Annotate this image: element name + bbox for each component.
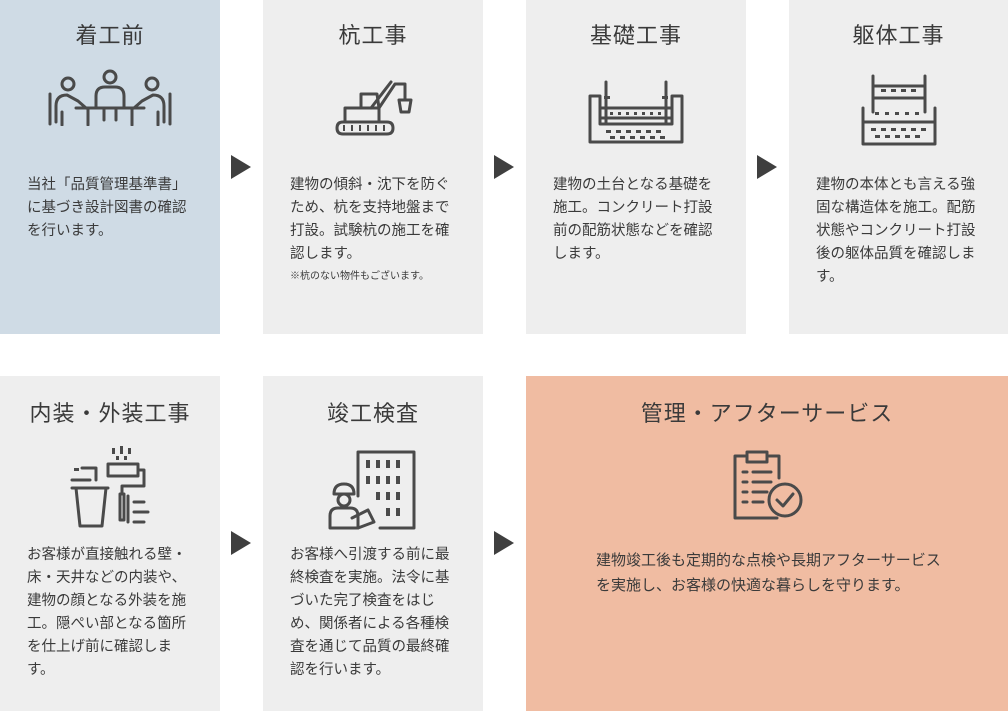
flow-arrow: [494, 155, 514, 179]
step-description: 建物の傾斜・沈下を防ぐため、杭を支持地盤まで打設。試験杭の施工を確認します。 ※…: [290, 174, 458, 286]
foundation-icon: [586, 78, 686, 144]
building-inspection-icon: [328, 448, 418, 530]
flow-arrow: [231, 531, 251, 555]
step-note: ※杭のない物件もございます。: [290, 271, 429, 282]
step-card-6: 竣工検査 お客様へ引渡する前に最終検査を実施。法令に基づいた完了検査をはじめ、関…: [263, 376, 483, 711]
excavator-icon: [331, 80, 415, 144]
structure-icon: [859, 72, 939, 146]
step-title: 内装・外装工事: [29, 402, 191, 427]
step-title: 管理・アフターサービス: [640, 402, 894, 427]
flow-arrow: [231, 155, 251, 179]
step-card-7: 管理・アフターサービス 建物竣工後も定期的な点検や長期アフターサービスを実施し、…: [526, 376, 1008, 711]
flow-arrow: [757, 155, 777, 179]
step-card-3: 基礎工事 建物の土台となる基礎を施工。コンクリート打設前の配筋状態などを確認しま…: [526, 0, 746, 334]
step-description: 建物の土台となる基礎を施工。コンクリート打設前の配筋状態などを確認します。: [553, 177, 713, 262]
meeting-icon: [48, 68, 172, 126]
clipboard-check-icon: [729, 448, 805, 522]
step-title: 基礎工事: [589, 24, 682, 49]
step-title: 杭工事: [338, 24, 408, 49]
step-description: 当社「品質管理基準書」に基づき設計図書の確認を行います。: [27, 177, 187, 239]
flow-arrow: [494, 531, 514, 555]
step-description: 建物の本体とも言える強固な構造体を施工。配筋状態やコンクリート打設後の躯体品質を…: [816, 177, 976, 285]
step-title: 竣工検査: [326, 402, 419, 427]
step-description: お客様へ引渡する前に最終検査を実施。法令に基づいた完了検査をはじめ、関係者による…: [290, 547, 450, 678]
step-card-5: 内装・外装工事 お客様が直接触れる壁・床・天井などの内装や、建物の顔となる外装を…: [0, 376, 220, 711]
step-card-1: 着工前 当社「品質管理基準書」に基づき設計図書の確認を行います。: [0, 0, 220, 334]
step-title: 躯体工事: [852, 24, 945, 49]
step-card-4: 躯体工事 建物の本体とも言える強固な構造体を施工。配筋状態やコンクリート打設後の…: [789, 0, 1008, 334]
step-card-2: 杭工事 建物の傾斜・沈下を防ぐため、杭を支持地盤まで打設。試験杭の施工を確認しま…: [263, 0, 483, 334]
step-description: お客様が直接触れる壁・床・天井などの内装や、建物の顔となる外装を施工。隠ぺい部と…: [27, 547, 187, 678]
paint-roller-icon: [68, 444, 152, 528]
step-description: 建物竣工後も定期的な点検や長期アフターサービスを実施し、お客様の快適な暮らしを守…: [596, 551, 941, 594]
step-title: 着工前: [75, 24, 145, 49]
step-description-text: 建物の傾斜・沈下を防ぐため、杭を支持地盤まで打設。試験杭の施工を確認します。: [290, 177, 450, 262]
